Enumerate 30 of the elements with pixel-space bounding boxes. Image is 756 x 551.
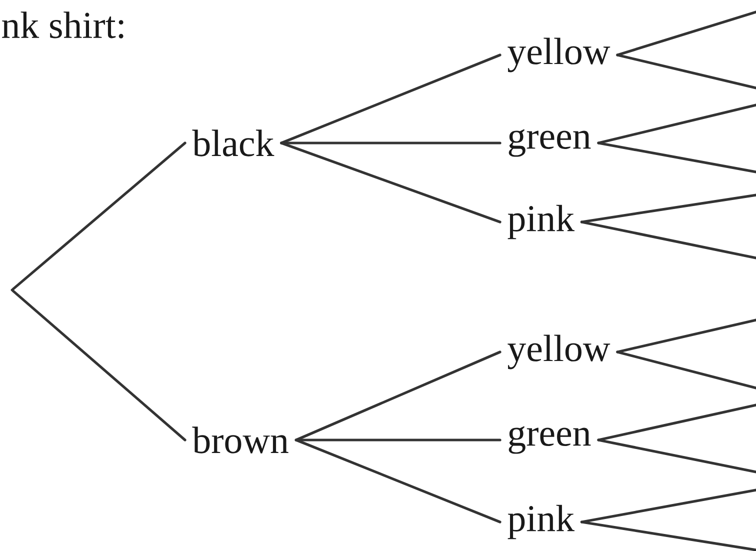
branch-line: [12, 142, 186, 290]
tree-label: green: [508, 426, 591, 454]
heading-text: nk shirt:: [2, 12, 124, 38]
tree-label: pink: [508, 504, 575, 540]
branch-line: [580, 220, 756, 260]
branch-line: [580, 194, 756, 224]
branch-line: [616, 10, 756, 56]
tree-label: pink: [508, 204, 575, 240]
branch-line: [597, 404, 756, 442]
tree-label: brown: [192, 426, 288, 454]
branch-line: [597, 104, 756, 144]
branch-line: [616, 350, 756, 390]
branch-line: [597, 438, 756, 474]
tree-label: green: [508, 129, 591, 157]
branch-line: [294, 438, 502, 524]
branch-line: [580, 488, 756, 524]
tree-label: black: [192, 130, 274, 156]
branch-line: [280, 142, 502, 144]
branch-line: [294, 350, 502, 442]
tree-label: yellow: [508, 38, 610, 72]
branch-line: [280, 54, 502, 144]
branch-line: [616, 318, 756, 354]
branch-line: [12, 290, 186, 442]
branch-line: [580, 520, 756, 551]
branch-line: [280, 142, 502, 224]
branch-line: [294, 438, 502, 442]
branch-point: [10, 288, 14, 292]
tree-label: yellow: [508, 334, 610, 370]
branch-line: [616, 54, 756, 90]
branch-line: [597, 142, 756, 174]
